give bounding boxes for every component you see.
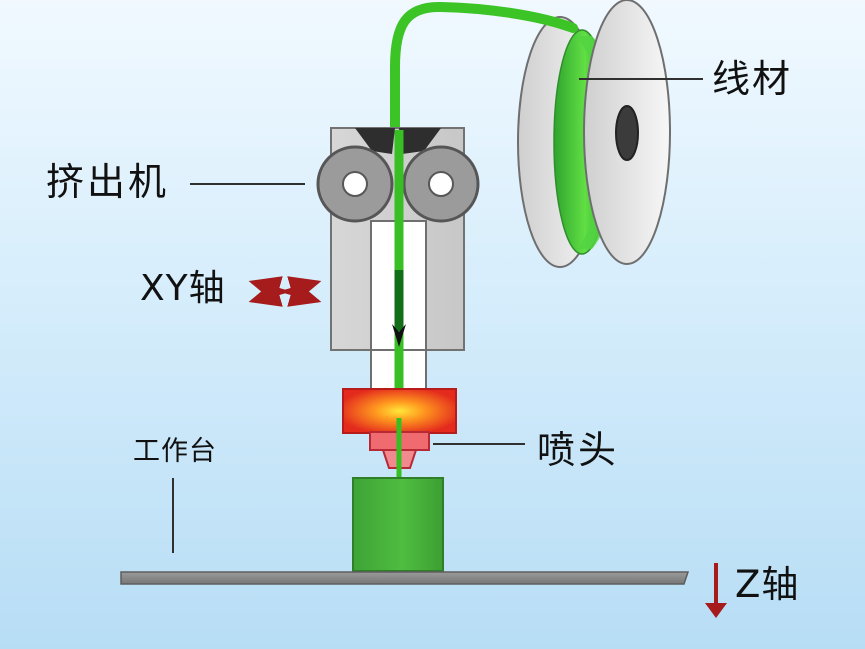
- filament-path: [390, 1, 578, 423]
- red-cross-arrows-icon: [248, 276, 322, 307]
- xy-axis-label: XY轴: [140, 268, 226, 309]
- printed-object: [351, 477, 445, 572]
- right-drive-roller: [402, 145, 480, 223]
- printed-block: [352, 477, 444, 572]
- right-feed-guide: [399, 128, 441, 154]
- red-down-arrow-icon: [705, 563, 727, 618]
- z-axis-label: Z轴: [735, 563, 800, 606]
- platform-top: [120, 571, 690, 585]
- black-down-arrow-icon: [392, 324, 406, 347]
- spool-hub-hole: [615, 105, 639, 161]
- callout-lines: [172, 78, 703, 553]
- filament-spool: [517, 0, 671, 268]
- platform-label: 工作台: [133, 436, 217, 467]
- extruder-assembly: [316, 127, 480, 420]
- left-drive-roller: [316, 145, 394, 223]
- left-feed-guide: [355, 128, 395, 154]
- filament-label: 线材: [712, 57, 793, 101]
- hot-end: [342, 388, 457, 478]
- build-platform: [120, 571, 690, 585]
- heater-block: [342, 388, 457, 434]
- extruder-label: 挤出机: [46, 160, 170, 204]
- nozzle-label: 喷头: [537, 428, 620, 472]
